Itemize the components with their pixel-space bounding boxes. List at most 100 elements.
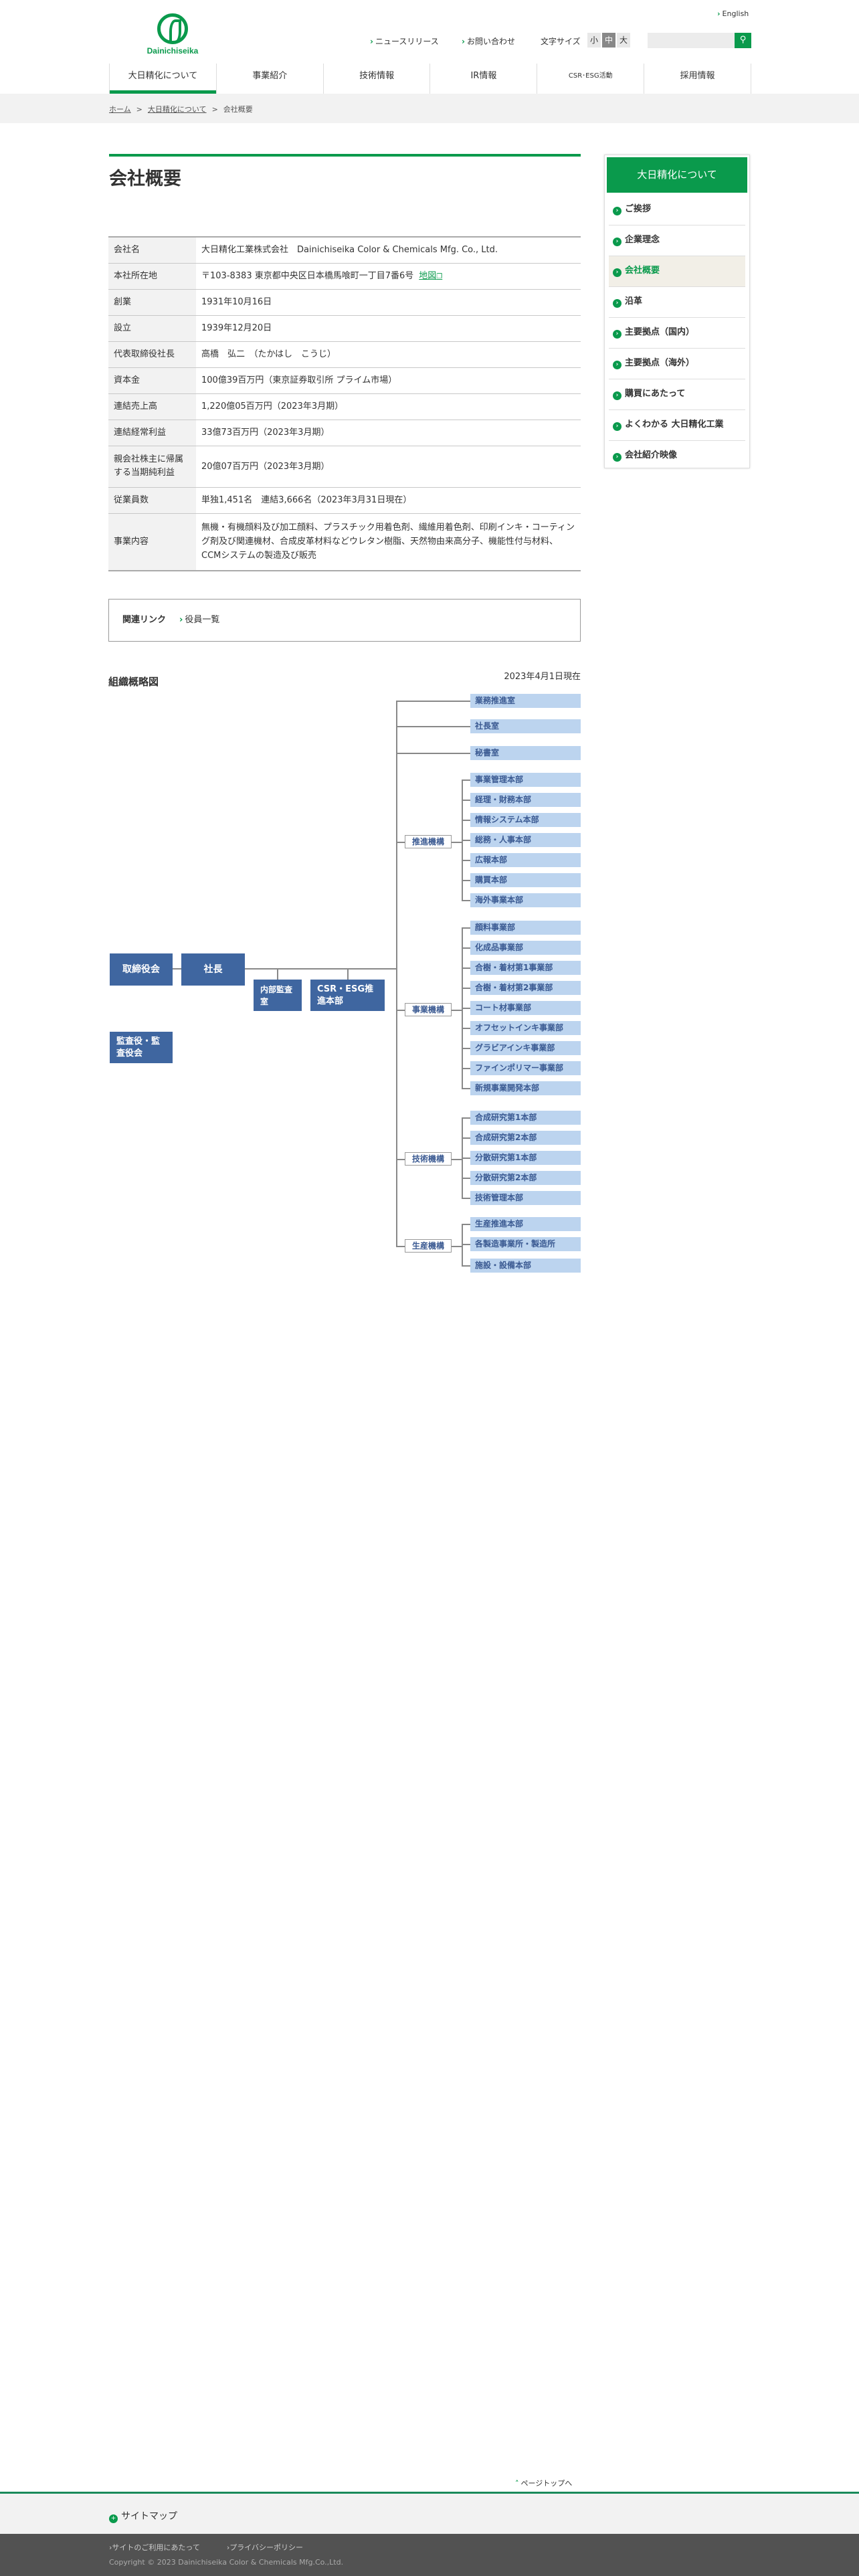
connector: [277, 968, 278, 980]
table-row: 事業内容無機・有機顔料及び加工顔料、プラスチック用着色剤、繊維用着色剤、印刷イン…: [108, 513, 581, 571]
connector: [462, 1048, 470, 1049]
privacy-link[interactable]: ›プライバシーポリシー: [226, 2543, 304, 2552]
connector: [462, 779, 470, 781]
title-rule: [109, 154, 581, 157]
plus-icon: +: [109, 2514, 118, 2523]
sitemap-link[interactable]: +サイトマップ: [109, 2509, 177, 2523]
breadcrumb-about[interactable]: 大日精化について: [147, 105, 207, 114]
chevron-circle-icon: ›: [613, 299, 622, 308]
search-input[interactable]: [648, 33, 751, 48]
page-title: 会社概要: [109, 169, 181, 189]
connector: [462, 1137, 470, 1139]
connector: [452, 1010, 462, 1011]
sidebar-item[interactable]: ›主要拠点（海外）: [609, 349, 745, 379]
logo[interactable]: Dainichiseika: [142, 13, 203, 56]
font-size-small[interactable]: 小: [587, 33, 601, 48]
breadcrumb-home[interactable]: ホーム: [109, 105, 131, 114]
sidebar-item[interactable]: ›主要拠点（国内）: [609, 318, 745, 349]
font-size-medium[interactable]: 中: [602, 33, 615, 48]
org-unit-box: 生産推進本部: [470, 1217, 581, 1231]
sidebar-item[interactable]: ›沿革: [609, 287, 745, 318]
news-release-link[interactable]: ›ニュースリリース: [370, 37, 439, 46]
connector: [396, 701, 470, 702]
org-chart-title: 組織概略図: [108, 676, 159, 688]
connector: [462, 1198, 470, 1199]
sidebar-title[interactable]: 大日精化について: [607, 157, 747, 193]
contact-link[interactable]: ›お問い合わせ: [462, 37, 515, 46]
nav-about[interactable]: 大日精化について: [109, 64, 216, 94]
chevron-circle-icon: ›: [613, 453, 622, 462]
nav-technology[interactable]: 技術情報: [322, 64, 430, 94]
connector: [396, 753, 470, 754]
related-links: 関連リンク ›役員一覧: [108, 599, 581, 642]
org-unit-box: 化成品事業部: [470, 941, 581, 955]
sidebar-item[interactable]: ›企業理念: [609, 225, 745, 256]
search-icon: ⚲: [739, 35, 747, 45]
org-unit-box: 合樹・着材第1事業部: [470, 961, 581, 975]
sidebar-item[interactable]: ›会社紹介映像: [609, 441, 745, 472]
officers-link[interactable]: ›役員一覧: [179, 615, 220, 625]
org-group-label: 事業機構: [405, 1003, 452, 1016]
nav-csr[interactable]: CSR･ESG活動: [537, 64, 644, 94]
connector: [462, 1178, 470, 1179]
org-unit-box: 合成研究第1本部: [470, 1111, 581, 1125]
org-group-label: 推進機構: [405, 835, 452, 848]
nav-ir[interactable]: IR情報: [430, 64, 537, 94]
org-unit-box: 顔料事業部: [470, 921, 581, 935]
connector: [462, 880, 470, 881]
footer-sitemap-band: [0, 2492, 859, 2534]
nav-business[interactable]: 事業紹介: [215, 64, 323, 94]
sidebar-item[interactable]: ›会社概要: [609, 256, 745, 287]
csr-esg-box: CSR・ESG推進本部: [310, 980, 385, 1011]
connector: [462, 1244, 470, 1245]
connector: [396, 842, 405, 843]
nav-recruit[interactable]: 採用情報: [644, 64, 751, 94]
external-link-icon: ❐: [436, 272, 443, 280]
connector: [462, 1265, 470, 1267]
connector: [462, 988, 470, 989]
connector: [462, 900, 470, 901]
breadcrumb: ホーム>大日精化について>会社概要: [109, 105, 253, 114]
org-group-label: 生産機構: [405, 1239, 452, 1253]
sidebar-item[interactable]: ›よくわかる 大日精化工業: [609, 410, 745, 441]
logo-mark-icon: [157, 13, 188, 44]
connector: [462, 1008, 470, 1009]
terms-link[interactable]: ›サイトのご利用にあたって: [109, 2543, 200, 2552]
sidebar-item[interactable]: ›ご挨拶: [609, 195, 745, 225]
breadcrumb-current: 会社概要: [223, 105, 253, 114]
related-links-label: 関連リンク: [122, 615, 167, 625]
page-top-link[interactable]: ˄ページトップへ: [515, 2479, 573, 2488]
breadcrumb-band: [0, 94, 859, 123]
search-button[interactable]: ⚲: [735, 33, 751, 48]
org-unit-box: 購買本部: [470, 873, 581, 887]
connector: [396, 726, 470, 727]
connector: [462, 1158, 470, 1159]
chevron-circle-icon: ›: [613, 207, 622, 215]
table-row: 本社所在地〒103-8383 東京都中央区日本橋馬喰町一丁目7番6号地図❐: [108, 263, 581, 289]
president-box: 社長: [181, 953, 245, 986]
table-row: 会社名大日精化工業株式会社 Dainichiseika Color & Chem…: [108, 237, 581, 263]
connector: [462, 820, 470, 821]
org-unit-box: グラビアインキ事業部: [470, 1041, 581, 1055]
org-unit-box: 技術管理本部: [470, 1191, 581, 1205]
chevron-circle-icon: ›: [613, 391, 622, 400]
auditors-box: 監査役・監査役会: [110, 1032, 173, 1063]
org-unit-box: ファインポリマー事業部: [470, 1061, 581, 1075]
org-unit-box: 総務・人事本部: [470, 833, 581, 847]
map-link[interactable]: 地図❐: [419, 270, 443, 281]
org-unit-box: 秘書室: [470, 746, 581, 760]
english-link[interactable]: ›English: [717, 9, 749, 18]
connector: [462, 1028, 470, 1029]
org-unit-box: 分散研究第1本部: [470, 1151, 581, 1165]
sidebar-item[interactable]: ›購買にあたって: [609, 379, 745, 410]
chevron-circle-icon: ›: [613, 268, 622, 277]
connector: [462, 1088, 470, 1089]
org-unit-box: 分散研究第2本部: [470, 1171, 581, 1185]
connector: [462, 968, 470, 969]
font-size-large[interactable]: 大: [617, 33, 630, 48]
footer-links: ›サイトのご利用にあたって ›プライバシーポリシー: [109, 2542, 330, 2553]
